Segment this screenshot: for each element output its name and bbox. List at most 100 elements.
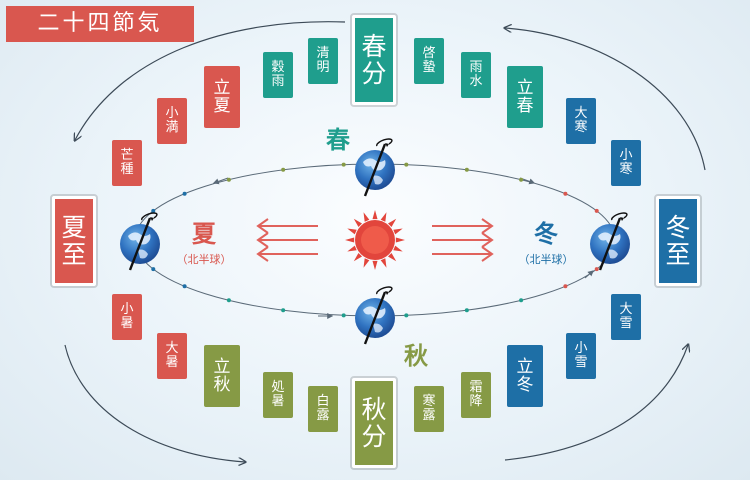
term-taisetsu: 大雪 xyxy=(611,294,641,340)
orbit-dot xyxy=(464,308,469,313)
term-kokuu: 穀雨 xyxy=(263,52,293,98)
term-ritto-char: 立 xyxy=(516,356,534,377)
orbit-dots xyxy=(135,162,615,318)
term-seimei-char: 清 xyxy=(316,45,330,61)
orbit-dot xyxy=(404,313,409,318)
term-shoman-char: 小 xyxy=(165,105,179,121)
term-shosho-char: 暑 xyxy=(271,394,285,409)
term-keichitsu: 啓蟄 xyxy=(414,38,444,84)
term-hakuro-char: 露 xyxy=(316,408,330,423)
sun-ray xyxy=(387,252,397,262)
earth-icon xyxy=(355,286,395,345)
outer-arrow-bottom-left xyxy=(64,344,245,462)
term-ritto: 立冬 xyxy=(507,345,543,407)
orbit-arrow-icon xyxy=(256,218,494,262)
term-risshun-char: 立 xyxy=(516,77,534,98)
sun-ray xyxy=(347,245,357,252)
term-usui-char: 水 xyxy=(469,74,483,89)
orbit-dot xyxy=(464,167,469,172)
term-rikka-char: 立 xyxy=(213,77,231,98)
term-daikan-char: 大 xyxy=(574,105,588,121)
term-daikan-char: 寒 xyxy=(574,120,588,135)
orbit-dot xyxy=(151,267,156,272)
term-taisho: 大暑 xyxy=(157,333,187,379)
orbit-dot xyxy=(519,298,524,303)
term-geshi-char: 夏 xyxy=(61,213,87,242)
spring-label: 春 xyxy=(318,120,358,155)
term-keichitsu-char: 啓 xyxy=(422,45,436,61)
term-shokan: 小寒 xyxy=(611,140,641,186)
orbit-dot xyxy=(226,298,231,303)
orbit-dot xyxy=(404,162,409,167)
orbit-dot xyxy=(563,284,568,289)
term-toji-char: 至 xyxy=(665,240,691,269)
term-shoman-char: 満 xyxy=(165,120,179,135)
term-risshun: 立春 xyxy=(507,66,543,128)
term-shunbun-char: 春 xyxy=(361,32,387,61)
term-hakuro: 白露 xyxy=(308,386,338,432)
sun-icon xyxy=(345,210,405,270)
term-toji: 冬至 xyxy=(654,194,702,288)
winter-label: 冬 （北半球） xyxy=(512,214,580,267)
term-kanro-char: 露 xyxy=(422,408,436,423)
term-shosetsu-char: 雪 xyxy=(574,355,588,370)
winter-season: 冬 xyxy=(534,219,558,248)
orbit-dot xyxy=(341,162,346,167)
term-shoman: 小満 xyxy=(157,98,187,144)
term-taisetsu-char: 大 xyxy=(619,301,633,317)
sun-ray xyxy=(345,237,355,243)
term-shunbun-char: 分 xyxy=(361,59,387,88)
sun-ray xyxy=(363,212,370,222)
orbit-dot xyxy=(519,177,524,182)
orbit-dot xyxy=(182,284,187,289)
term-usui-char: 雨 xyxy=(469,59,483,75)
term-soko-char: 降 xyxy=(469,394,483,409)
outer-arrow-top-right xyxy=(505,28,706,171)
term-bosyu-char: 種 xyxy=(120,162,134,177)
term-soko: 霜降 xyxy=(461,372,491,418)
orbit-dot xyxy=(281,308,286,313)
term-bosyu: 芒種 xyxy=(112,140,142,186)
term-shubun: 秋分 xyxy=(350,376,398,470)
term-shubun-char: 秋 xyxy=(361,395,387,424)
sun-ray xyxy=(380,212,387,222)
sun-ray xyxy=(393,228,403,235)
term-shosho2-char: 小 xyxy=(120,301,134,317)
term-shosho2: 小暑 xyxy=(112,294,142,340)
earth-icon xyxy=(590,212,630,271)
autumn-label: 秋 xyxy=(396,336,436,371)
term-geshi-char: 至 xyxy=(61,240,87,269)
term-bosyu-char: 芒 xyxy=(120,147,134,163)
orbit-dot xyxy=(563,191,568,196)
summer-label: 夏 （北半球） xyxy=(170,214,238,267)
outer-arrow-top-left xyxy=(75,21,346,140)
term-rikka-char: 夏 xyxy=(213,96,231,116)
spring-season: 春 xyxy=(326,125,350,154)
sun-ray xyxy=(347,228,357,235)
earth-icon xyxy=(355,138,395,197)
orbit-dot xyxy=(151,208,156,213)
term-shosho2-char: 暑 xyxy=(120,316,134,331)
winter-hemisphere: （北半球） xyxy=(518,253,574,266)
earth-icon xyxy=(120,212,160,271)
sun-ray xyxy=(353,252,363,262)
term-seimei-char: 明 xyxy=(316,60,330,75)
diagram-title: 二十四節気 xyxy=(6,6,194,42)
orbit-dot xyxy=(226,177,231,182)
orbit-dot xyxy=(594,208,599,213)
sun-ray xyxy=(353,218,363,228)
term-taisho-char: 暑 xyxy=(165,355,179,370)
term-kanro: 寒露 xyxy=(414,386,444,432)
sun-ray xyxy=(363,258,370,268)
term-hakuro-char: 白 xyxy=(316,393,330,409)
term-shubun-char: 分 xyxy=(361,422,387,451)
term-risshu-char: 立 xyxy=(213,356,231,377)
term-ritto-char: 冬 xyxy=(516,375,534,395)
autumn-season: 秋 xyxy=(404,341,428,370)
term-risshu: 立秋 xyxy=(204,345,240,407)
orbit-dot xyxy=(281,167,286,172)
term-shunbun: 春分 xyxy=(350,13,398,107)
term-keichitsu-char: 蟄 xyxy=(422,60,436,75)
sun-ray xyxy=(395,237,405,243)
